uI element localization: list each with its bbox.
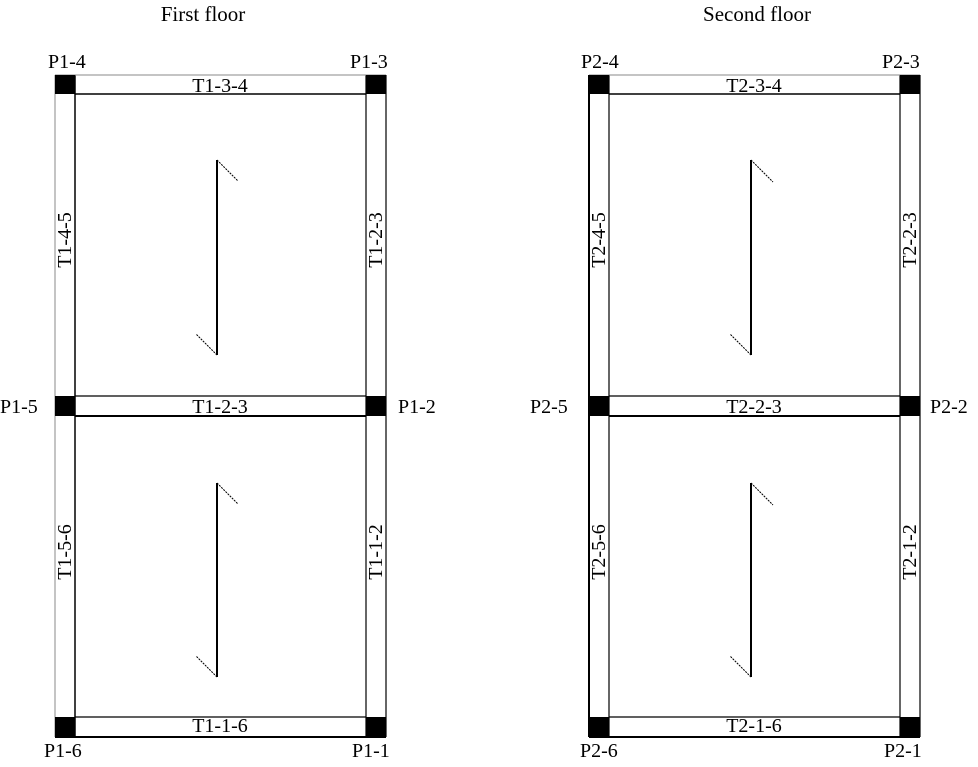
column-label-p1-3: P1-3 [350, 51, 388, 73]
beam-label-middle: T2-2-3 [726, 396, 782, 418]
column-p1-2 [366, 396, 386, 416]
beam-label-top: T1-3-4 [192, 75, 248, 97]
column-p2-5 [589, 396, 609, 416]
column-p1-5 [55, 396, 75, 416]
first-floor-frame [54, 74, 387, 738]
second-floor-title: Second floor [703, 2, 811, 26]
beam-label-right-upper: T1-2-3 [365, 212, 387, 268]
column-p1-4 [55, 75, 75, 94]
column-label-p1-6: P1-6 [44, 740, 82, 762]
column-p2-3 [900, 75, 920, 94]
column-p1-6 [55, 717, 75, 737]
column-label-p1-4: P1-4 [48, 51, 86, 73]
column-p2-2 [900, 396, 920, 416]
beam-label-right-lower: T1-1-2 [365, 524, 387, 580]
column-label-p1-2: P1-2 [398, 396, 436, 418]
beam-label-left-upper: T2-4-5 [588, 212, 610, 268]
beam-label-bottom: T1-1-6 [192, 715, 248, 737]
column-p2-4 [589, 75, 609, 94]
column-label-p1-1: P1-1 [352, 740, 390, 762]
column-label-p2-6: P2-6 [580, 740, 618, 762]
column-label-p1-5: P1-5 [0, 396, 38, 418]
column-label-p2-2: P2-2 [930, 396, 968, 418]
beam-label-middle: T1-2-3 [192, 396, 248, 418]
column-p2-6 [589, 717, 609, 737]
slab-span-icon-lower [195, 482, 239, 678]
beam-label-right-upper: T2-2-3 [899, 212, 921, 268]
column-p2-1 [900, 717, 920, 737]
beam-label-right-lower: T2-1-2 [899, 524, 921, 580]
slab-span-icon-upper [195, 159, 239, 356]
column-label-p2-1: P2-1 [884, 740, 922, 762]
beam-label-bottom: T2-1-6 [726, 715, 782, 737]
slab-span-icon-lower [729, 482, 774, 678]
column-label-p2-3: P2-3 [882, 51, 920, 73]
beam-label-left-upper: T1-4-5 [54, 212, 76, 268]
column-label-p2-4: P2-4 [581, 51, 619, 73]
first-floor-title: First floor [160, 2, 246, 26]
beam-label-top: T2-3-4 [726, 75, 782, 97]
slab-span-icon-upper [729, 159, 774, 356]
beam-label-left-lower: T1-5-6 [54, 524, 76, 580]
second-floor-frame [588, 74, 921, 738]
column-label-p2-5: P2-5 [530, 396, 568, 418]
column-p1-1 [366, 717, 386, 737]
column-p1-3 [366, 75, 386, 94]
beam-label-left-lower: T2-5-6 [588, 524, 610, 580]
